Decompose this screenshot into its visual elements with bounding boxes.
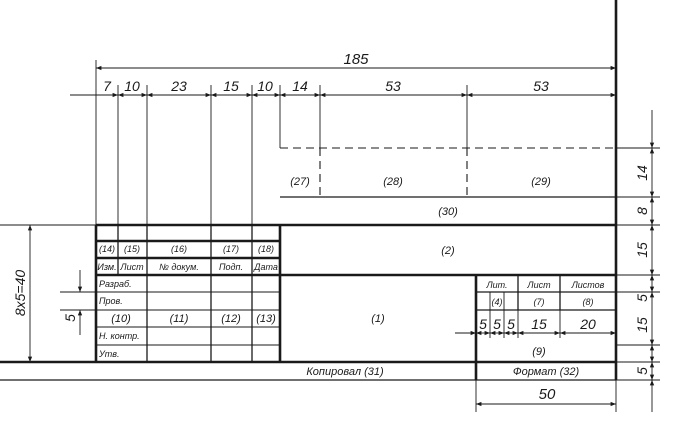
cell-13: (13) [256, 313, 276, 325]
small-dimensions: 5 5 5 15 20 [455, 310, 616, 338]
header-listov: Листов [571, 280, 605, 290]
stamp-labels: (27) (28) (29) (30) (14) (15) (16) (17) … [97, 176, 604, 378]
dim-53a: 53 [385, 78, 401, 94]
header-doc-no: № докум. [159, 262, 199, 272]
cell-15: (15) [124, 244, 140, 254]
cell-27: (27) [290, 176, 310, 188]
cell-7: (7) [534, 297, 545, 307]
dim-50: 50 [539, 386, 556, 403]
left-stamp-grid [96, 225, 280, 362]
header-podp: Подп. [219, 262, 243, 272]
dim-l-5: 5 [62, 314, 78, 322]
dim-r-15b: 15 [634, 317, 650, 333]
dim-10a: 10 [124, 78, 140, 94]
dim-s-20: 20 [579, 316, 596, 332]
dim-r-5b: 5 [634, 367, 650, 375]
cell-28: (28) [383, 176, 403, 188]
cell-1: (1) [371, 313, 385, 325]
left-dimensions: 8x5=40 5 [0, 224, 96, 362]
dim-s-5b: 5 [493, 316, 501, 332]
cell-14: (14) [99, 244, 115, 254]
cell-8: (8) [583, 297, 594, 307]
dim-185: 185 [343, 51, 369, 68]
dim-23: 23 [170, 78, 187, 94]
cell-16: (16) [171, 244, 187, 254]
cell-4: (4) [492, 297, 503, 307]
dim-r-14: 14 [634, 165, 650, 181]
header-list-right: Лист [526, 280, 551, 290]
dim-53b: 53 [533, 78, 549, 94]
dim-s-15: 15 [531, 316, 547, 332]
cell-30: (30) [438, 206, 458, 218]
dim-s-5c: 5 [507, 316, 515, 332]
dim-15: 15 [223, 78, 239, 94]
row-utv: Утв. [98, 349, 119, 359]
additional-columns [280, 147, 616, 198]
header-izm: Изм. [97, 262, 116, 272]
header-data: Дата [253, 262, 278, 272]
cell-9: (9) [532, 346, 546, 358]
cell-32-format: Формат (32) [513, 366, 580, 378]
dim-l-40: 8x5=40 [12, 270, 28, 317]
dim-r-15a: 15 [634, 242, 650, 258]
dim-14: 14 [292, 78, 308, 94]
right-dimensions: 14 8 15 5 15 5 [616, 110, 660, 412]
cell-17: (17) [223, 244, 239, 254]
cell-10: (10) [111, 313, 131, 325]
bottom-dimension: 50 [475, 380, 617, 412]
header-list: Лист [119, 262, 144, 272]
right-stamp-grid [476, 275, 616, 311]
header-lit: Лит. [485, 280, 507, 290]
frame-lines [0, 0, 618, 381]
dim-r-8: 8 [634, 207, 650, 215]
cell-12: (12) [221, 313, 241, 325]
cell-29: (29) [531, 176, 551, 188]
cell-2: (2) [441, 245, 455, 257]
cell-11: (11) [170, 313, 189, 325]
cell-18: (18) [258, 244, 274, 254]
dim-s-5a: 5 [479, 316, 487, 332]
dim-7: 7 [103, 78, 112, 94]
row-n-kontr: Н. контр. [99, 331, 140, 341]
top-dimensions: 185 7 10 23 15 10 14 53 53 [70, 51, 616, 225]
row-razrab: Разраб. [99, 279, 132, 289]
row-prov: Пров. [99, 296, 123, 306]
dim-10b: 10 [257, 78, 273, 94]
cell-31-kopiroval: Копировал (31) [306, 366, 384, 378]
dim-r-5a: 5 [634, 294, 650, 302]
